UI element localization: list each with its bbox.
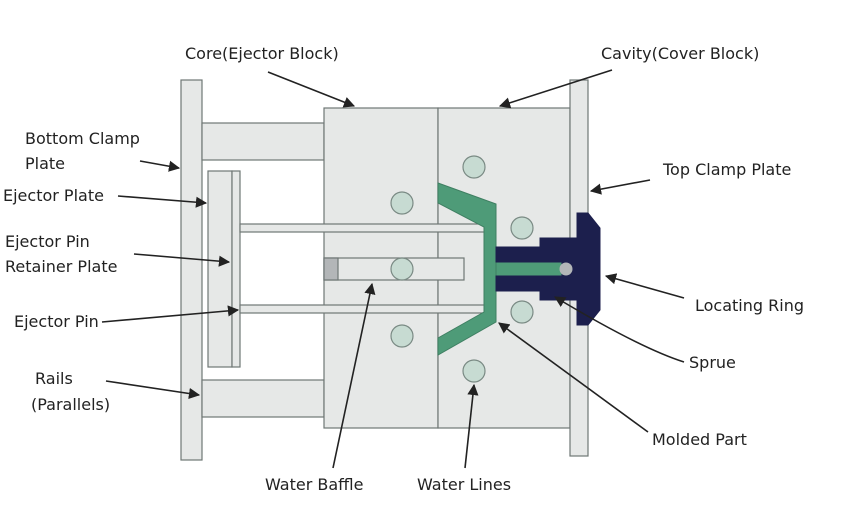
- water-line-core-middle: [390, 257, 414, 281]
- arrow-sprue: [554, 296, 685, 363]
- water-line-cavity-bottom: [462, 359, 486, 383]
- ejector-pin-retainer-plate: [231, 170, 241, 368]
- label-water-baffle: Water Baffle: [265, 475, 363, 494]
- labels: Core(Ejector Block) Cavity(Cover Block) …: [3, 44, 804, 494]
- arrow-locating-ring: [604, 273, 685, 299]
- label-locating-ring: Locating Ring: [695, 296, 804, 315]
- label-retainer-line1: Ejector Pin: [5, 232, 90, 251]
- rail-top: [201, 122, 325, 161]
- label-rails-line1: Rails: [35, 369, 73, 388]
- water-line-cavity-upper: [510, 216, 534, 240]
- label-sprue: Sprue: [689, 353, 736, 372]
- arrow-cavity: [498, 69, 613, 109]
- locating-ring: [576, 212, 601, 326]
- ejector-pin-upper: [239, 223, 486, 233]
- arrow-water-baffle: [332, 282, 376, 469]
- label-cavity: Cavity(Cover Block): [601, 44, 759, 63]
- label-top-clamp: Top Clamp Plate: [662, 160, 791, 179]
- rail-bottom: [201, 379, 325, 418]
- label-ejector-pin: Ejector Pin: [14, 312, 99, 331]
- sprue-nozzle-seat: [559, 262, 573, 276]
- sprue-bushing: [495, 237, 578, 301]
- sprue-assembly: [495, 212, 601, 326]
- arrow-ejector-plate: [117, 195, 208, 208]
- label-molded-part: Molded Part: [652, 430, 747, 449]
- label-water-lines: Water Lines: [417, 475, 511, 494]
- arrow-rails: [105, 380, 201, 400]
- label-core: Core(Ejector Block): [185, 44, 339, 63]
- label-bottom-clamp-line2: Plate: [25, 154, 65, 173]
- arrow-bottom-clamp: [139, 160, 181, 172]
- bottom-clamp-plate: [180, 79, 203, 461]
- arrow-molded-part: [498, 322, 649, 433]
- runner-to-sprue: [495, 261, 563, 277]
- label-ejector-plate: Ejector Plate: [3, 186, 104, 205]
- water-lines: [390, 155, 534, 383]
- ejector-plate: [207, 170, 233, 368]
- label-retainer-line2: Retainer Plate: [5, 257, 117, 276]
- arrow-top-clamp: [589, 179, 651, 195]
- water-line-core-top: [390, 191, 414, 215]
- leader-arrows: [101, 69, 685, 469]
- ejector-pin-lower: [239, 304, 486, 314]
- label-rails-line2: (Parallels): [31, 395, 110, 414]
- water-line-core-bottom: [390, 324, 414, 348]
- arrow-water-lines: [464, 383, 479, 469]
- arrow-retainer: [133, 253, 231, 267]
- label-bottom-clamp-line1: Bottom Clamp: [25, 129, 140, 148]
- arrow-core: [267, 71, 356, 108]
- arrow-ejector-pin: [101, 305, 240, 323]
- molded-part-shell: [437, 182, 497, 356]
- water-line-cavity-lower: [510, 300, 534, 324]
- water-baffle-plug: [323, 257, 339, 281]
- water-line-cavity-top: [462, 155, 486, 179]
